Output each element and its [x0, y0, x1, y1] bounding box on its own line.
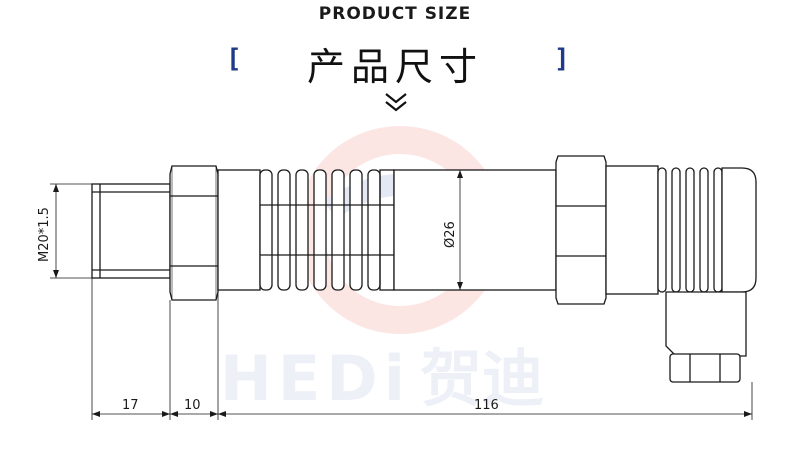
plug-nut — [669, 353, 741, 383]
right-bracket: ] — [554, 44, 570, 74]
connector-body — [605, 165, 659, 295]
connector-fins — [657, 167, 757, 293]
diameter-dimension-label: Ø26 — [443, 221, 458, 248]
thread-dimension-label: M20*1.5 — [37, 207, 52, 262]
left-bracket: [ — [226, 44, 242, 74]
thread-section — [91, 183, 171, 279]
watermark-text-latin: HEDi — [220, 342, 411, 415]
neck-section — [217, 169, 261, 291]
product-size-title-cn: 产品尺寸 — [306, 45, 483, 89]
connector-nut — [555, 155, 607, 305]
total-length-label: 116 — [474, 398, 499, 413]
double-chevron-down-icon — [385, 93, 407, 112]
angle-plug — [665, 291, 747, 357]
product-size-title: PRODUCT SIZE — [318, 4, 472, 24]
watermark-text-cn: 贺迪 — [420, 342, 544, 415]
dimension-arrows — [53, 170, 752, 417]
cooling-fins — [259, 169, 395, 291]
hex-nut — [169, 165, 219, 301]
dimension-lines — [50, 170, 753, 420]
thread-length-label: 17 — [122, 398, 139, 413]
main-body — [393, 169, 557, 291]
hex-length-label: 10 — [184, 398, 201, 413]
